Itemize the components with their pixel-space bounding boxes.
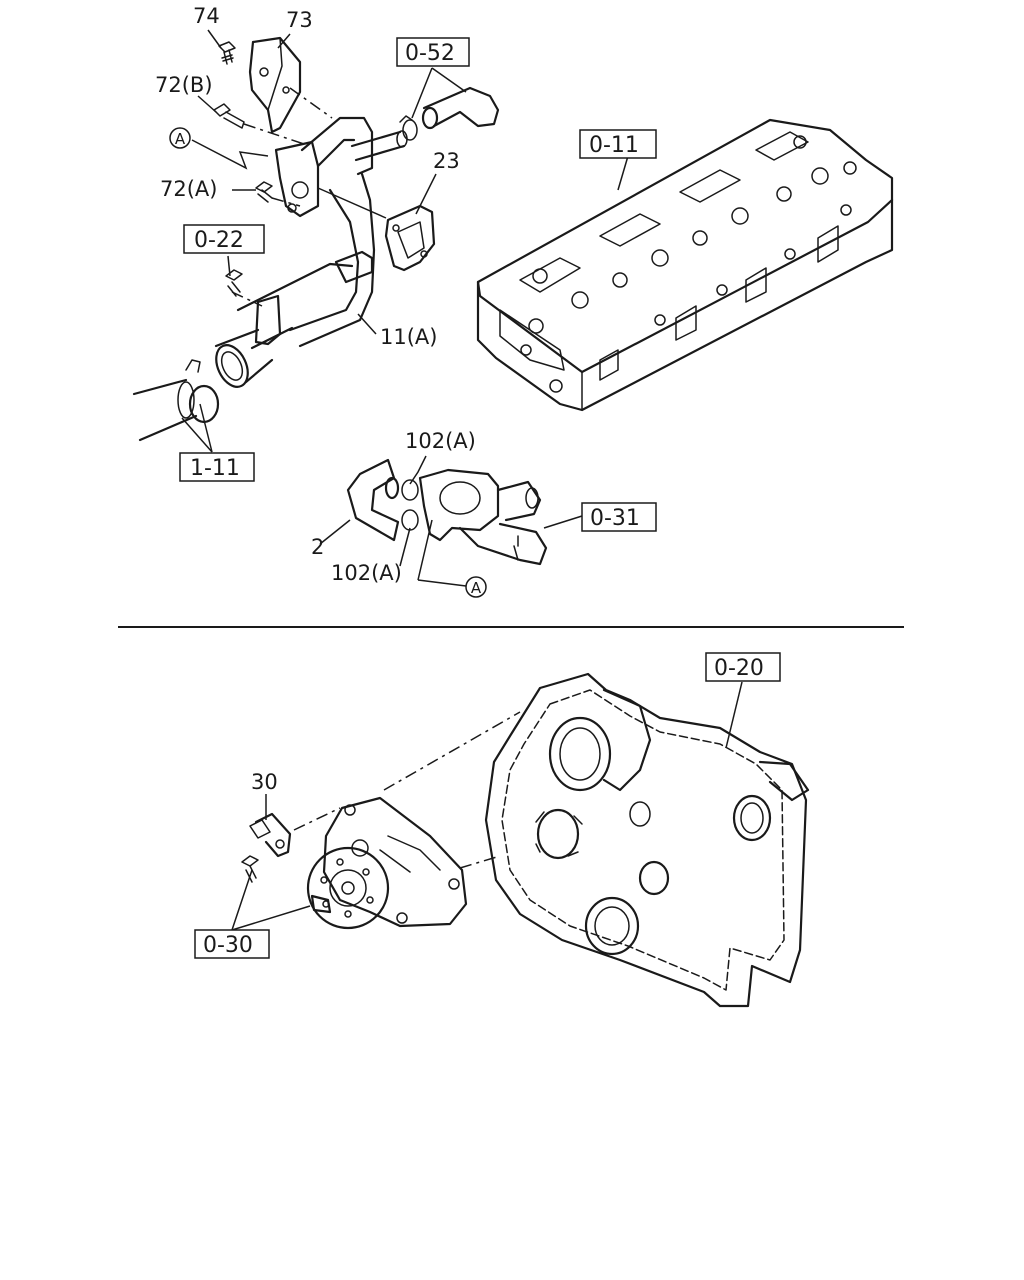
callout-102a-bottom: 102(A) — [331, 561, 402, 585]
bolt-030-drawing — [241, 855, 259, 883]
leader-lines-top — [181, 29, 629, 587]
ref-box-011-label: 0-11 — [589, 133, 639, 158]
callout-2: 2 — [311, 535, 324, 559]
thermostat-housing-031-drawing — [346, 458, 548, 566]
circle-marker-a-top: A — [169, 127, 191, 149]
callout-11a: 11(A) — [380, 325, 437, 349]
callout-74: 74 — [193, 4, 220, 28]
assembly-lines-top — [231, 87, 333, 307]
ref-box-031-label: 0-31 — [590, 506, 640, 531]
ref-box-020[interactable]: 0-20 — [705, 652, 781, 682]
ref-box-020-label: 0-20 — [714, 656, 764, 681]
outlet-pipe-11a-drawing — [214, 116, 408, 388]
callout-102a-top: 102(A) — [405, 429, 476, 453]
circle-marker-a-top-label: A — [175, 130, 186, 148]
leader-lines-bottom — [231, 681, 743, 931]
cylinder-head-011-drawing — [476, 118, 894, 412]
gasket-23-drawing — [384, 204, 436, 272]
assembly-lines-bottom — [293, 711, 521, 869]
ref-box-030-label: 0-30 — [203, 933, 253, 958]
hose-052-drawing — [399, 86, 500, 141]
bolt-022-drawing — [225, 269, 243, 297]
ref-box-022-label: 0-22 — [194, 228, 244, 253]
water-pump-030-drawing — [306, 796, 468, 930]
ref-box-052[interactable]: 0-52 — [396, 37, 470, 67]
ref-box-011[interactable]: 0-11 — [579, 129, 657, 159]
callout-30: 30 — [251, 770, 278, 794]
circle-marker-a-bottom: A — [465, 576, 487, 598]
ref-box-052-label: 0-52 — [405, 41, 455, 66]
callout-72b: 72(B) — [155, 73, 213, 97]
circle-marker-a-bottom-label: A — [471, 579, 482, 597]
bracket-73-drawing — [248, 36, 302, 134]
ref-box-022[interactable]: 0-22 — [183, 224, 265, 254]
callout-73: 73 — [286, 8, 313, 32]
bolt-30-drawing — [249, 812, 292, 858]
bolt-72b-drawing — [213, 103, 245, 129]
ref-box-111-label: 1-11 — [190, 456, 240, 481]
ref-box-111[interactable]: 1-11 — [179, 452, 255, 482]
bolt-72a-drawing — [255, 181, 273, 203]
callout-23: 23 — [433, 149, 460, 173]
bolt-74-drawing — [218, 41, 236, 65]
callout-72a: 72(A) — [160, 177, 217, 201]
ref-box-030[interactable]: 0-30 — [194, 929, 270, 959]
ref-box-031[interactable]: 0-31 — [581, 502, 657, 532]
timing-case-020-drawing — [484, 672, 810, 1008]
